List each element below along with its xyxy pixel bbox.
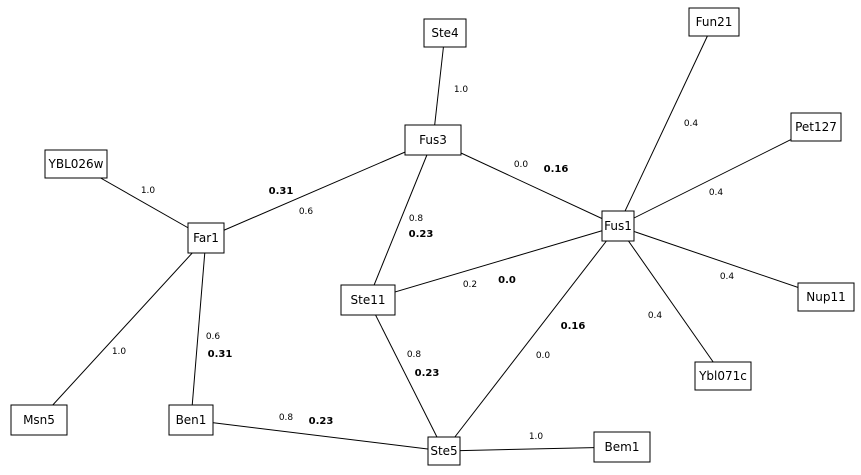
node-ybl026w[interactable]: YBL026w (44, 149, 108, 179)
edge-weight-label: 0.4 (648, 311, 663, 321)
edge-fus1-ybl071c (617, 225, 724, 377)
edge-fus3-fus1 (432, 139, 619, 227)
node-far1[interactable]: Far1 (187, 222, 225, 254)
node-pet127[interactable]: Pet127 (790, 112, 842, 142)
edge-weight-label: 0.8 (407, 350, 422, 360)
edge-fus3-ste11 (367, 139, 434, 301)
edge-weight-label: 0.0 (514, 160, 529, 170)
node-box (423, 18, 467, 48)
edge-ste5-bem1 (443, 446, 623, 452)
node-ybl071c[interactable]: Ybl071c (694, 361, 752, 391)
edge-score-label: 0.16 (544, 164, 569, 175)
edge-ste11-fus1 (367, 225, 619, 301)
node-label: Fus1 (604, 219, 632, 233)
node-fus3[interactable]: Fus3 (404, 124, 462, 156)
node-box (593, 431, 651, 463)
node-box (404, 124, 462, 156)
edge-weight-label: 0.6 (206, 332, 221, 342)
node-box (688, 7, 740, 37)
edge-weight-label: 0.8 (409, 214, 424, 224)
edge-score-label: 0.23 (415, 368, 440, 379)
node-ben1[interactable]: Ben1 (168, 404, 214, 436)
node-fus1[interactable]: Fus1 (601, 210, 635, 242)
node-label: YBL026w (48, 157, 104, 171)
edge-fus1-ste5 (443, 225, 619, 452)
node-label: Ste4 (431, 26, 458, 40)
edge-far1-ben1 (190, 237, 207, 421)
node-box (601, 210, 635, 242)
edge-fun21-fus1 (617, 21, 715, 227)
edge-score-label: 0.23 (409, 229, 434, 240)
edge-pet127-fus1 (617, 126, 817, 227)
edge-weight-label: 1.0 (529, 432, 544, 442)
edge-ste4-fus3 (432, 32, 446, 141)
edge-weight-label: 1.0 (141, 186, 156, 196)
edge-weight-label: 0.2 (463, 280, 477, 290)
edge-weight-label: 0.4 (709, 188, 724, 198)
edge-far1-msn5 (38, 237, 207, 421)
edge-far1-fus3 (205, 139, 434, 239)
node-fun21[interactable]: Fun21 (688, 7, 740, 37)
edge-score-label: 0.0 (498, 275, 516, 286)
node-label: Fus3 (419, 133, 447, 147)
node-label: Bem1 (605, 440, 640, 454)
edge-weight-label: 0.6 (299, 207, 314, 217)
node-bem1[interactable]: Bem1 (593, 431, 651, 463)
node-box (10, 404, 68, 436)
node-label: Far1 (193, 231, 219, 245)
edge-weight-label: 0.8 (279, 413, 294, 423)
edge-weight-label: 0.4 (684, 119, 699, 129)
node-box (340, 284, 396, 316)
node-label: Ste5 (430, 444, 457, 458)
node-box (168, 404, 214, 436)
edges-layer (38, 21, 827, 452)
node-label: Ste11 (351, 293, 386, 307)
node-nup11[interactable]: Nup11 (797, 282, 855, 312)
node-label: Nup11 (806, 290, 845, 304)
edge-weight-label: 1.0 (112, 347, 127, 357)
edge-score-label: 0.23 (309, 416, 334, 427)
node-msn5[interactable]: Msn5 (10, 404, 68, 436)
node-label: Pet127 (795, 120, 837, 134)
node-box (790, 112, 842, 142)
node-label: Msn5 (23, 413, 55, 427)
edge-ste11-ste5 (367, 299, 445, 452)
node-box (694, 361, 752, 391)
edge-score-label: 0.31 (208, 349, 233, 360)
edge-weight-label: 0.4 (720, 272, 735, 282)
node-box (797, 282, 855, 312)
node-box (187, 222, 225, 254)
node-ste11[interactable]: Ste11 (340, 284, 396, 316)
node-ste4[interactable]: Ste4 (423, 18, 467, 48)
edge-ben1-ste5 (190, 419, 445, 452)
node-label: Ben1 (176, 413, 207, 427)
edge-weight-label: 1.0 (454, 85, 469, 95)
node-label: Fun21 (696, 15, 733, 29)
edge-labels-layer: 1.0 0.4 0.4 0.0 0.16 1.0 0.6 0.31 0.8 0.23 0.2 0.0 0… (112, 85, 735, 442)
node-label: Ybl071c (698, 369, 747, 383)
edge-weight-label: 0.0 (536, 351, 551, 361)
node-ste5[interactable]: Ste5 (427, 436, 461, 466)
node-box (44, 149, 108, 179)
edge-score-label: 0.31 (269, 186, 294, 197)
edge-fus1-nup11 (617, 225, 827, 298)
edge-score-label: 0.16 (561, 321, 586, 332)
node-box (427, 436, 461, 466)
